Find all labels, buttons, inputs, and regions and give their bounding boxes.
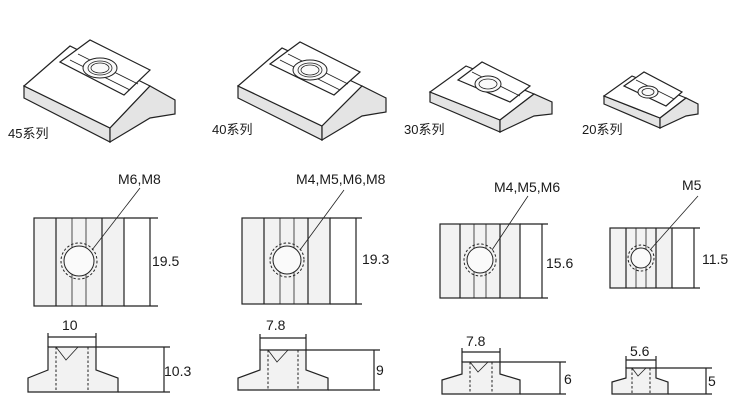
width-label-40: 7.8 bbox=[266, 317, 286, 333]
top-view-45 bbox=[33, 187, 158, 307]
profile-30 bbox=[441, 348, 566, 395]
depth-label-45: 10.3 bbox=[164, 363, 191, 379]
depth-label-40: 9 bbox=[376, 362, 384, 378]
iso-view-45 bbox=[22, 39, 176, 144]
profile-45 bbox=[27, 333, 170, 393]
series-label-30: 30系列 bbox=[404, 122, 444, 137]
width-label-30: 7.8 bbox=[466, 333, 486, 349]
top-view-40 bbox=[241, 189, 362, 305]
top-view-20 bbox=[609, 195, 700, 289]
width-label-20: 5.6 bbox=[630, 343, 650, 359]
thread-label-45: M6,M8 bbox=[118, 171, 161, 187]
width-label-45: 10 bbox=[62, 317, 78, 333]
depth-label-20: 5 bbox=[708, 373, 716, 389]
height-label-20: 11.5 bbox=[702, 251, 728, 267]
depth-label-30: 6 bbox=[564, 371, 572, 387]
series-label-40: 40系列 bbox=[212, 122, 252, 137]
height-label-30: 15.6 bbox=[546, 255, 573, 271]
top-view-30 bbox=[439, 195, 548, 299]
iso-view-40 bbox=[236, 41, 387, 142]
thread-label-20: M5 bbox=[682, 177, 702, 193]
iso-view-30 bbox=[428, 61, 553, 133]
profile-40 bbox=[237, 334, 380, 391]
thread-label-40: M4,M5,M6,M8 bbox=[296, 171, 386, 187]
iso-view-20 bbox=[602, 71, 699, 129]
thread-label-30: M4,M5,M6 bbox=[494, 179, 560, 195]
profile-20 bbox=[611, 356, 712, 395]
height-label-45: 19.5 bbox=[152, 253, 179, 269]
series-label-20: 20系列 bbox=[582, 122, 622, 137]
height-label-40: 19.3 bbox=[362, 251, 389, 267]
series-label-45: 45系列 bbox=[8, 126, 48, 141]
